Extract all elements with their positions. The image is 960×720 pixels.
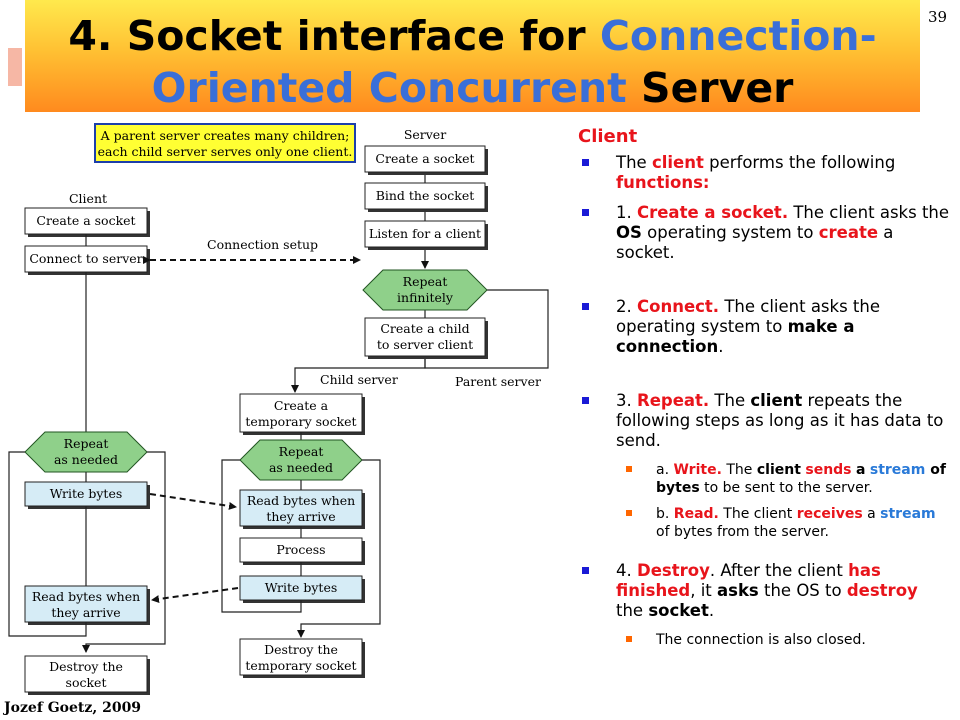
temp-socket-label-1: Create a	[274, 398, 329, 413]
client-destroy-label-2: socket	[66, 675, 107, 690]
bind-socket-label: Bind the socket	[376, 188, 475, 203]
create-child-box	[364, 317, 486, 357]
title-text-2: Server	[626, 64, 794, 112]
client-heading: Client	[69, 191, 107, 206]
title-band	[25, 0, 920, 112]
repeat-infinitely-label-1: Repeat	[403, 274, 448, 289]
repeat-infinitely-label-2: infinitely	[397, 290, 454, 305]
process-label: Process	[276, 542, 325, 557]
title-accent	[8, 48, 22, 86]
process-box	[239, 537, 363, 563]
socket-flow-diagram: A parent server creates many children; e…	[8, 123, 549, 695]
client-write-bytes-label: Write bytes	[50, 486, 123, 501]
client-text-column: Client The client performs the following…	[578, 124, 950, 657]
bullet-connect: 2. Connect. The client asks the operatin…	[578, 297, 950, 357]
bullet-create-socket: 1. Create a socket. The client asks the …	[578, 203, 950, 263]
bullet-repeat: 3. Repeat. The client repeats the follow…	[578, 391, 950, 451]
child-write-bytes-label: Write bytes	[265, 580, 338, 595]
bullet-functions: The client performs the following functi…	[578, 153, 950, 193]
create-child-label-2: to server client	[377, 337, 473, 352]
client-repeat-label-1: Repeat	[64, 436, 109, 451]
destroy-temp-box	[239, 638, 363, 676]
bind-socket-box	[364, 182, 486, 210]
title-highlight-2: Oriented Concurrent	[151, 64, 627, 112]
client-create-socket-label: Create a socket	[36, 213, 135, 228]
bullet-destroy: 4. Destroy. After the client has finishe…	[578, 561, 950, 621]
title-highlight-1: Connection-	[599, 12, 877, 60]
parent-server-label: Parent server	[455, 374, 541, 389]
slide-number: 39	[928, 8, 948, 26]
server-heading: Server	[404, 127, 446, 142]
destroy-temp-label-2: temporary socket	[245, 658, 356, 673]
child-read-bytes-label-2: they arrive	[266, 509, 335, 524]
title-text-1: 4. Socket interface for	[68, 12, 600, 60]
child-server-label: Child server	[320, 372, 398, 387]
sub-bullet-write: a. Write. The client sends a stream of b…	[578, 461, 950, 497]
note-line-1: A parent server creates many children;	[100, 128, 350, 143]
note-line-2: each child server serves only one client…	[98, 144, 353, 159]
create-child-label-1: Create a child	[380, 321, 469, 336]
repeat-infinitely-hex	[362, 269, 488, 311]
child-read-bytes-box	[239, 489, 363, 527]
connection-setup-label: Connection setup	[207, 237, 318, 252]
child-write-bytes-box	[239, 575, 363, 601]
destroy-temp-label-1: Destroy the	[264, 642, 338, 657]
slide-title: 4. Socket interface for Connection- Orie…	[25, 10, 920, 114]
child-read-bytes-label-1: Read bytes when	[247, 493, 355, 508]
sub-bullet-connection-closed: The connection is also closed.	[578, 631, 950, 649]
temp-socket-label-2: temporary socket	[245, 414, 356, 429]
note-box	[94, 123, 356, 163]
client-read-bytes-label-1: Read bytes when	[32, 589, 140, 604]
client-heading-text: Client	[578, 126, 638, 147]
child-repeat-label-2: as needed	[269, 460, 333, 475]
client-destroy-box	[24, 655, 148, 693]
listen-label: Listen for a client	[369, 226, 481, 241]
sub-bullet-read: b. Read. The client receives a stream of…	[578, 505, 950, 541]
client-read-bytes-label-2: they arrive	[51, 605, 120, 620]
client-connect-label: Connect to server	[29, 251, 142, 266]
server-create-socket-box	[364, 145, 486, 173]
listen-box	[364, 220, 486, 248]
client-repeat-label-2: as needed	[54, 452, 118, 467]
server-create-socket-label: Create a socket	[375, 151, 474, 166]
client-destroy-label-1: Destroy the	[49, 659, 123, 674]
footer-author: Jozef Goetz, 2009	[4, 700, 142, 716]
child-repeat-label-1: Repeat	[279, 444, 324, 459]
